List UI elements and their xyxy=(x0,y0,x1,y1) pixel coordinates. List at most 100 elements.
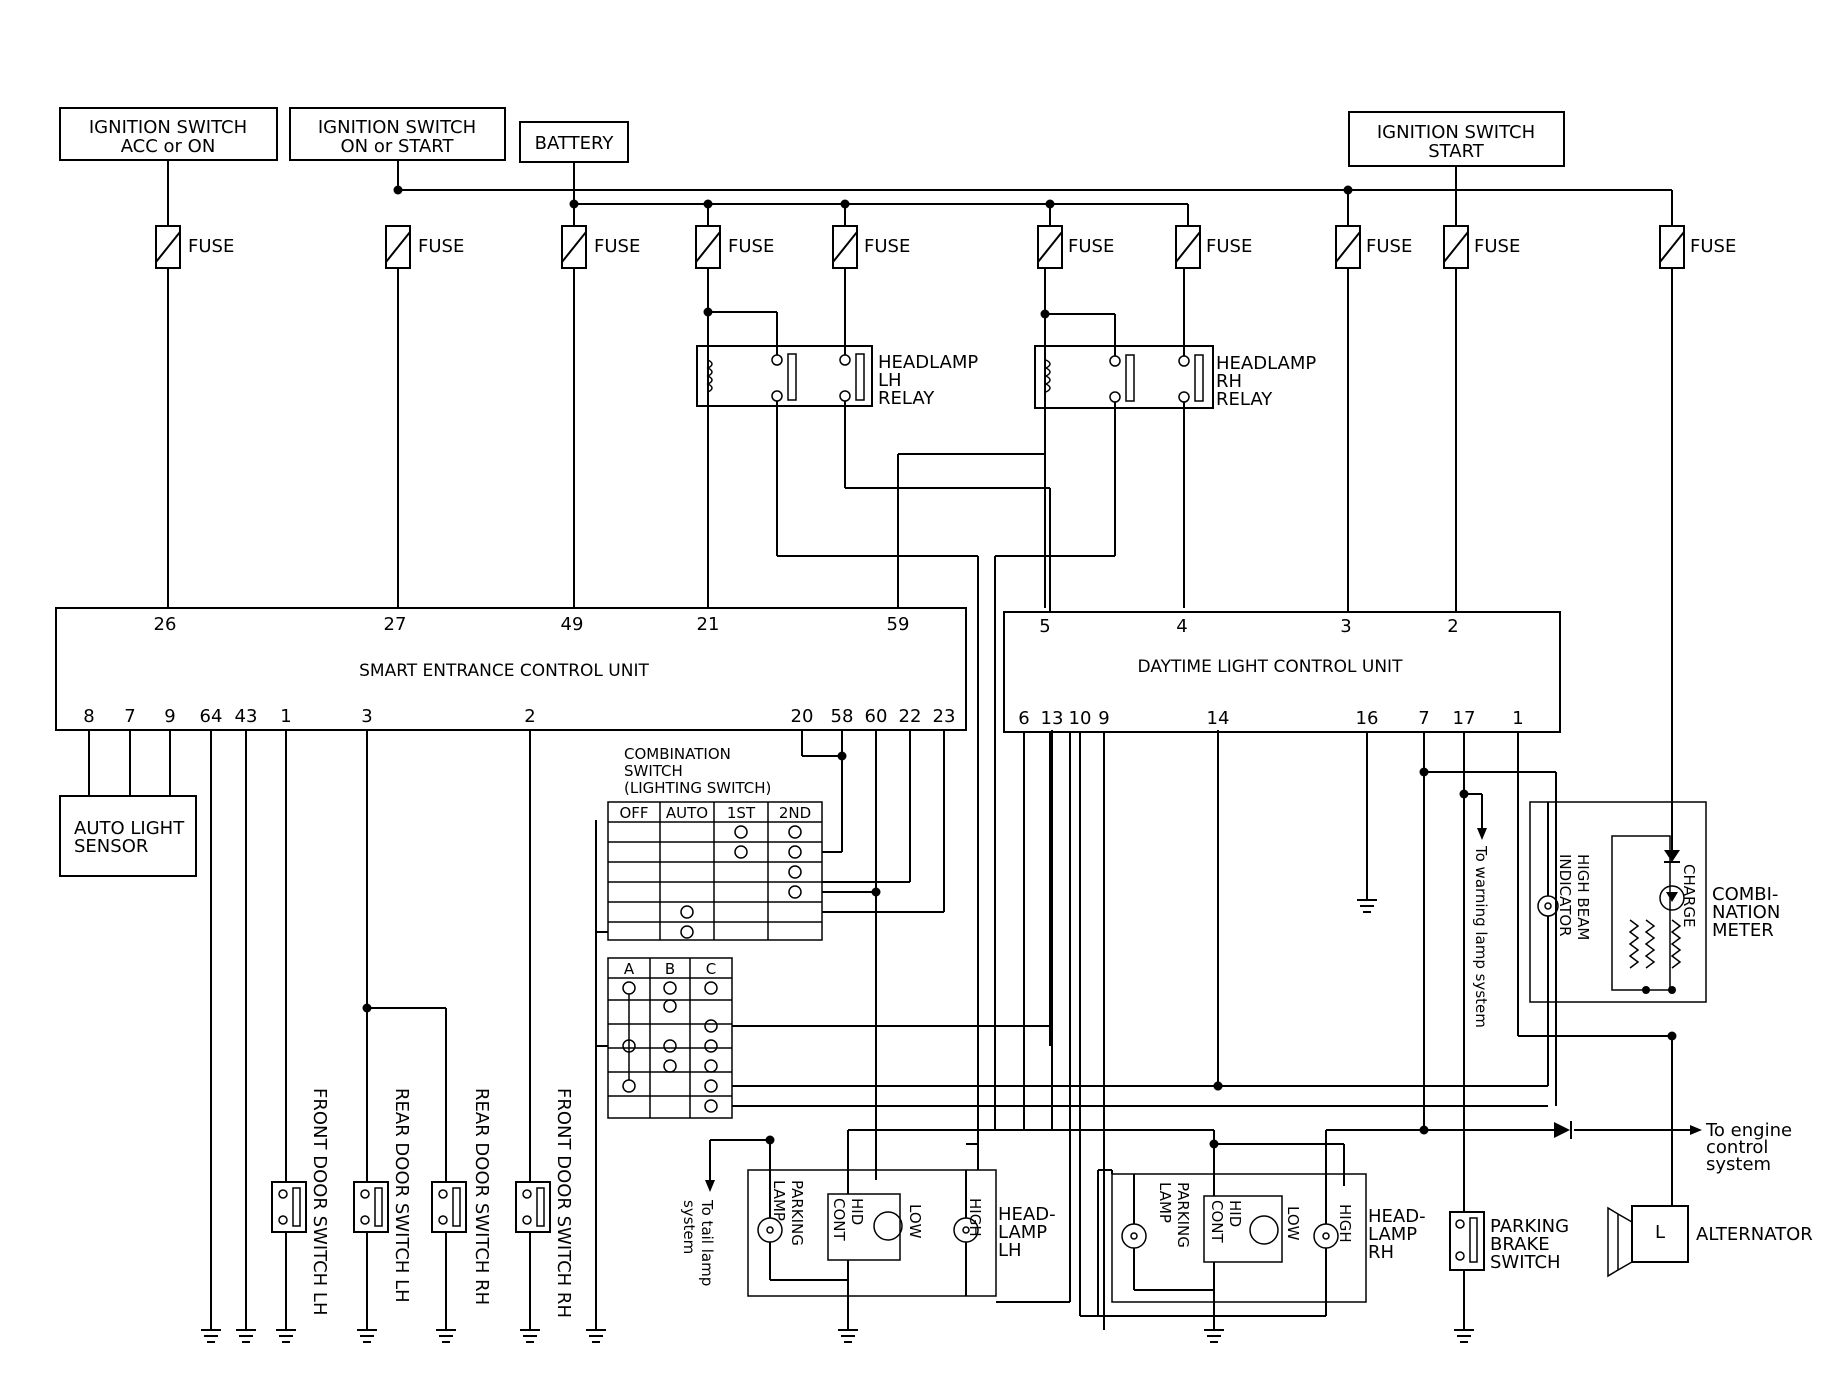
svg-text:5: 5 xyxy=(1039,616,1050,637)
svg-text:49: 49 xyxy=(561,614,584,635)
power-bus-wires xyxy=(167,160,1673,226)
svg-text:2ND: 2ND xyxy=(779,804,811,822)
svg-text:FUSE: FUSE xyxy=(1206,236,1252,257)
relay-wires xyxy=(707,268,1185,1144)
svg-text:CHARGE: CHARGE xyxy=(1680,864,1698,928)
ground-symbols-left xyxy=(201,1329,606,1343)
fuse-4: FUSE xyxy=(695,225,774,269)
ground-headlamp-rh xyxy=(1204,1329,1224,1343)
ground-pin-16 xyxy=(1357,899,1377,913)
fuse-3: FUSE xyxy=(561,225,640,269)
svg-text:ON or START: ON or START xyxy=(340,136,454,157)
svg-text:To warning lamp system: To warning lamp system xyxy=(1472,845,1490,1028)
svg-text:FRONT DOOR SWITCH RH: FRONT DOOR SWITCH RH xyxy=(553,1088,574,1318)
svg-text:58: 58 xyxy=(831,706,854,727)
auto-light-sensor: AUTO LIGHT SENSOR xyxy=(59,730,197,877)
svg-text:LAMP: LAMP xyxy=(1156,1182,1174,1223)
fuse-8: FUSE xyxy=(1335,225,1412,269)
ignition-switch-acc-on-box: IGNITION SWITCH ACC or ON xyxy=(59,107,278,161)
svg-text:SWITCH: SWITCH xyxy=(624,762,683,780)
svg-text:To engine: To engine xyxy=(1705,1120,1792,1141)
svg-text:59: 59 xyxy=(887,614,910,635)
svg-text:FUSE: FUSE xyxy=(1366,236,1412,257)
svg-text:HIGH BEAM: HIGH BEAM xyxy=(1574,854,1592,940)
daytime-light-control-unit: DAYTIME LIGHT CONTROL UNIT 5 4 3 2 6 13 … xyxy=(1003,611,1561,733)
svg-text:HIGH: HIGH xyxy=(966,1198,984,1237)
svg-text:REAR DOOR SWITCH LH: REAR DOOR SWITCH LH xyxy=(391,1088,412,1303)
svg-text:SWITCH: SWITCH xyxy=(1490,1252,1561,1273)
svg-text:HEADLAMP: HEADLAMP xyxy=(1216,353,1316,374)
svg-text:HID: HID xyxy=(848,1198,866,1225)
svg-text:6: 6 xyxy=(1018,708,1029,729)
svg-text:LAMP: LAMP xyxy=(998,1222,1047,1243)
to-tail-lamp-system: To tail lamp system xyxy=(680,1199,716,1286)
svg-text:17: 17 xyxy=(1453,708,1476,729)
svg-text:LOW: LOW xyxy=(1284,1206,1302,1241)
svg-text:RELAY: RELAY xyxy=(878,388,935,409)
headlamp-lh: PARKING LAMP HID CONT LOW HIGH HEAD- LAM… xyxy=(747,1169,1056,1297)
svg-text:PARKING: PARKING xyxy=(1174,1182,1192,1248)
svg-text:PARKING: PARKING xyxy=(788,1180,806,1246)
parking-brake-switch: PARKING BRAKE SWITCH xyxy=(1449,1211,1569,1330)
svg-text:FUSE: FUSE xyxy=(1690,236,1736,257)
svg-text:ALTERNATOR: ALTERNATOR xyxy=(1696,1224,1813,1245)
svg-text:CONT: CONT xyxy=(1208,1200,1226,1244)
svg-text:FUSE: FUSE xyxy=(418,236,464,257)
svg-text:10: 10 xyxy=(1069,708,1092,729)
svg-text:7: 7 xyxy=(1418,708,1429,729)
fuse-2: FUSE xyxy=(385,225,464,269)
svg-text:FUSE: FUSE xyxy=(1068,236,1114,257)
svg-text:To tail lamp: To tail lamp xyxy=(698,1199,716,1286)
svg-text:3: 3 xyxy=(1340,616,1351,637)
svg-text:60: 60 xyxy=(865,706,888,727)
svg-text:DAYTIME LIGHT CONTROL UNIT: DAYTIME LIGHT CONTROL UNIT xyxy=(1138,657,1404,677)
svg-text:START: START xyxy=(1428,141,1485,162)
svg-text:9: 9 xyxy=(1098,708,1109,729)
svg-text:LOW: LOW xyxy=(906,1204,924,1239)
svg-text:LAMP: LAMP xyxy=(770,1180,788,1221)
svg-text:COMBI-: COMBI- xyxy=(1712,884,1778,905)
svg-text:CONT: CONT xyxy=(830,1198,848,1242)
headlamp-lh-wires xyxy=(705,732,1071,1330)
svg-text:BRAKE: BRAKE xyxy=(1490,1234,1550,1255)
svg-text:23: 23 xyxy=(933,706,956,727)
rear-door-switch-rh: REAR DOOR SWITCH RH xyxy=(431,1088,492,1305)
ground-headlamp-lh xyxy=(838,1329,858,1343)
svg-text:METER: METER xyxy=(1712,920,1774,941)
to-warning-lamp-system: To warning lamp system xyxy=(1472,794,1490,1028)
svg-text:64: 64 xyxy=(200,706,223,727)
svg-text:ACC or ON: ACC or ON xyxy=(121,136,216,157)
unit-feed-wires xyxy=(167,268,1673,855)
headlamp-lh-relay: HEADLAMP LH RELAY xyxy=(696,345,978,409)
svg-text:4: 4 xyxy=(1176,616,1187,637)
svg-text:7: 7 xyxy=(124,706,135,727)
svg-text:16: 16 xyxy=(1356,708,1379,729)
svg-text:14: 14 xyxy=(1207,708,1230,729)
daytime-unit-lower-wires xyxy=(1023,732,1690,1330)
svg-text:RH: RH xyxy=(1216,371,1242,392)
svg-text:20: 20 xyxy=(791,706,814,727)
fuse-7: FUSE xyxy=(1175,225,1252,269)
svg-text:21: 21 xyxy=(697,614,720,635)
battery-box: BATTERY xyxy=(519,121,629,163)
svg-text:system: system xyxy=(1706,1154,1771,1175)
svg-text:FUSE: FUSE xyxy=(1474,236,1520,257)
headlamp-rh-wires xyxy=(995,1129,1424,1330)
front-door-switch-lh: FRONT DOOR SWITCH LH xyxy=(271,1088,330,1316)
combination-meter: HIGH BEAM INDICATOR CHARGE COMBI- NATION… xyxy=(1529,801,1780,1003)
svg-text:22: 22 xyxy=(899,706,922,727)
ignition-switch-start-box: IGNITION SWITCH START xyxy=(1348,111,1565,167)
svg-text:43: 43 xyxy=(235,706,258,727)
svg-text:C: C xyxy=(706,960,716,978)
svg-text:INDICATOR: INDICATOR xyxy=(1556,854,1574,937)
svg-text:1: 1 xyxy=(280,706,291,727)
svg-text:2: 2 xyxy=(524,706,535,727)
svg-text:LH: LH xyxy=(878,370,902,391)
svg-text:SENSOR: SENSOR xyxy=(74,836,148,857)
svg-text:13: 13 xyxy=(1041,708,1064,729)
svg-text:L: L xyxy=(1655,1222,1665,1243)
svg-text:FUSE: FUSE xyxy=(728,236,774,257)
svg-text:FUSE: FUSE xyxy=(188,236,234,257)
svg-text:9: 9 xyxy=(164,706,175,727)
